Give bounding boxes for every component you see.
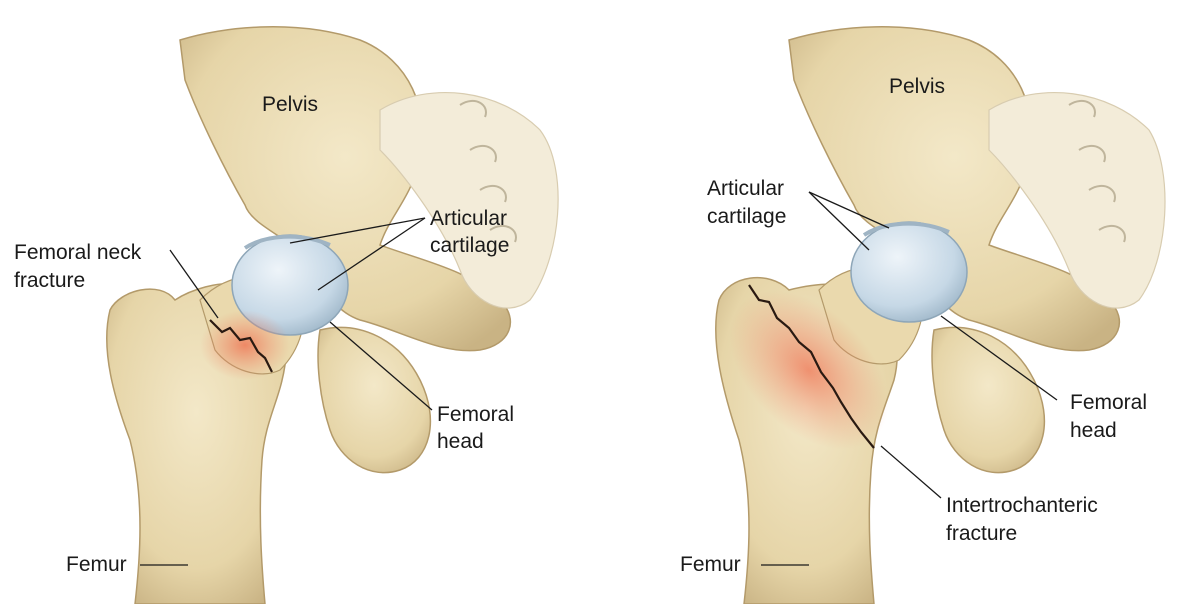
label-pelvis: Pelvis bbox=[889, 74, 945, 99]
label-articular-cartilage-line2: cartilage bbox=[707, 204, 786, 229]
fracture-inflammation bbox=[200, 310, 290, 380]
femoral-head-cartilage bbox=[851, 222, 967, 322]
right-illustration-panel: Pelvis Articular cartilage Femoral head … bbox=[589, 0, 1178, 604]
left-illustration-panel: Pelvis Articular cartilage Femoral neck … bbox=[0, 0, 589, 604]
hip-femoral-neck-fracture-illustration bbox=[0, 0, 589, 604]
ischium bbox=[318, 327, 430, 472]
label-femoral-head-line2: head bbox=[437, 429, 484, 454]
label-femoral-head-line2: head bbox=[1070, 418, 1117, 443]
label-fracture-line1: Femoral neck bbox=[14, 240, 141, 265]
label-femur: Femur bbox=[680, 552, 741, 577]
ischium bbox=[932, 327, 1044, 472]
leader-fracture bbox=[881, 446, 941, 498]
label-articular-cartilage-line1: Articular bbox=[707, 176, 784, 201]
label-fracture-line2: fracture bbox=[14, 268, 85, 293]
label-fracture-line2: fracture bbox=[946, 521, 1017, 546]
label-femoral-head-line1: Femoral bbox=[437, 402, 514, 427]
label-femoral-head-line1: Femoral bbox=[1070, 390, 1147, 415]
label-articular-cartilage-line2: cartilage bbox=[430, 233, 509, 258]
label-femur: Femur bbox=[66, 552, 127, 577]
label-articular-cartilage-line1: Articular bbox=[430, 206, 507, 231]
label-pelvis: Pelvis bbox=[262, 92, 318, 117]
label-fracture-line1: Intertrochanteric bbox=[946, 493, 1098, 518]
